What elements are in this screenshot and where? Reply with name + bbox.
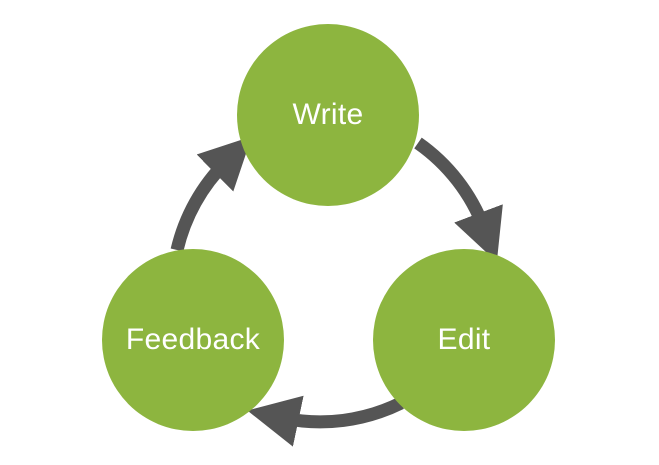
arrow-edit-to-feedback [247, 395, 404, 447]
node-feedback: Feedback [102, 249, 284, 431]
node-write: Write [237, 24, 419, 206]
node-label-edit: Edit [437, 323, 491, 356]
arrow-write-to-edit [414, 137, 503, 263]
node-edit: Edit [373, 249, 555, 431]
node-label-write: Write [292, 98, 364, 131]
node-label-feedback: Feedback [125, 323, 261, 356]
arrow-feedback-to-write [170, 136, 252, 252]
